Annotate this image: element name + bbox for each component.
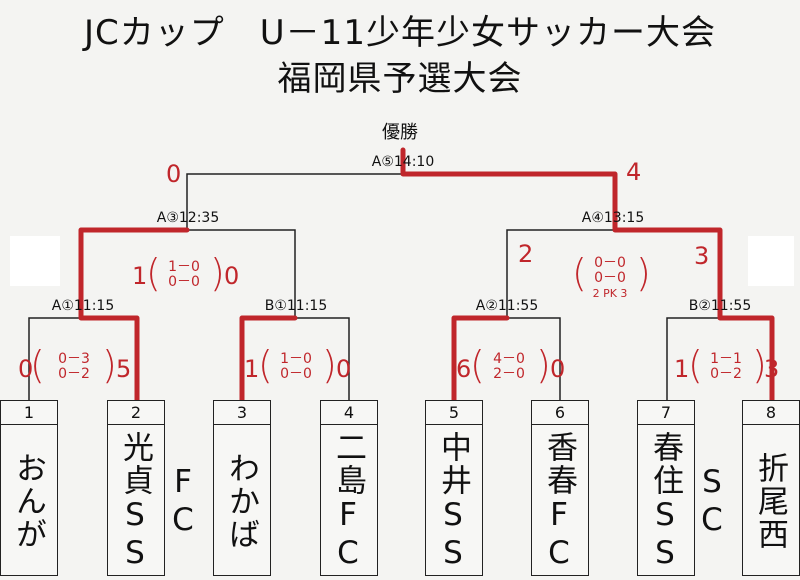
team-name: 中井SS (435, 430, 471, 573)
score-a1-right: 5 (116, 355, 132, 383)
winner-path-team3 (239, 315, 298, 403)
score-b1-close-paren: ) (322, 343, 337, 387)
team-name: 折尾西SC (694, 452, 788, 551)
team-number: 3 (214, 401, 270, 425)
tournament-subtitle: 福岡県予選大会 (277, 59, 523, 99)
match-label-a4: A④13:15 (581, 210, 645, 226)
score-b1-open-paren: ( (258, 343, 273, 387)
team-box-3: 3 わかばFC (165, 400, 271, 576)
match-label-a1: A①11:15 (51, 298, 115, 314)
match-label-b2: B②11:55 (688, 298, 752, 314)
score-a3-right: 0 (224, 262, 240, 290)
team-box-5: 5 中井SS (425, 400, 483, 576)
team-name: わかばFC (165, 452, 259, 551)
score-a2-open-paren: ( (470, 343, 485, 387)
team-name: 香春FC (541, 430, 577, 573)
match-label-a3: A③12:35 (156, 210, 220, 226)
blank-patch-right (748, 236, 794, 286)
team-box-6: 6 香春FC (531, 400, 589, 576)
champion-label: 優勝 (382, 122, 418, 143)
score-b1-right: 0 (336, 355, 352, 383)
match-label-a2: A②11:55 (475, 298, 539, 314)
score-b2-open-paren: ( (688, 343, 703, 387)
score-a4-open-paren: ( (572, 251, 587, 295)
team-name: 二島FC (330, 430, 366, 573)
winner-path-team2 (78, 227, 190, 403)
bracket-a5 (186, 173, 616, 230)
winner-path-team8 (400, 147, 775, 403)
team-number: 2 (108, 401, 164, 425)
score-a1-left: 0 (18, 355, 34, 383)
blank-patch-left (10, 236, 60, 286)
score-b1-left: 1 (244, 355, 260, 383)
team-box-8: 8 折尾西SC (694, 400, 800, 576)
match-label-a5: A⑤14:10 (371, 154, 435, 170)
team-number: 1 (1, 401, 57, 425)
match-label-b1: B①11:15 (264, 298, 328, 314)
team-number: 8 (743, 401, 799, 425)
score-a2-right: 0 (550, 355, 566, 383)
team-box-4: 4 二島FC (320, 400, 378, 576)
score-a5-left: 0 (166, 160, 182, 188)
score-b2-right: 3 (764, 355, 780, 383)
score-a1-open-paren: ( (30, 343, 45, 387)
score-a4-close-paren: ) (636, 251, 651, 295)
team-number: 7 (638, 401, 694, 425)
score-a1-close-paren: ) (102, 343, 117, 387)
team-number: 5 (426, 401, 482, 425)
team-box-2: 2 光貞SS (107, 400, 165, 576)
team-name: おんがSC (10, 452, 46, 551)
score-a3-left: 1 (132, 262, 148, 290)
team-number: 6 (532, 401, 588, 425)
team-name: 春住SS (647, 430, 683, 573)
score-a5-right: 4 (626, 158, 642, 186)
score-a3-open-paren: ( (146, 251, 161, 295)
team-box-7: 7 春住SS (637, 400, 695, 576)
winner-path-team5 (451, 315, 510, 403)
team-name: 光貞SS (117, 430, 153, 573)
score-b2-left: 1 (674, 355, 690, 383)
score-a4-left: 2 (518, 240, 534, 268)
score-a2-left: 6 (456, 355, 472, 383)
score-a4-right: 3 (694, 242, 710, 270)
team-box-1: 1 おんがSC (0, 400, 58, 576)
tournament-title: JCカップ U－11少年少女サッカー大会 (84, 13, 716, 53)
team-number: 4 (321, 401, 377, 425)
score-b2-close-paren: ) (752, 343, 767, 387)
score-a2-close-paren: ) (536, 343, 551, 387)
score-a3-close-paren: ) (210, 251, 225, 295)
